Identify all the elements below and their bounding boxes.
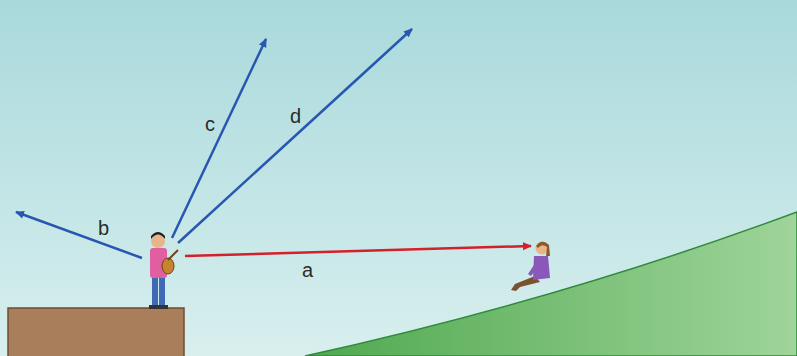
leg [152, 276, 158, 306]
sound-ray [178, 29, 412, 243]
guitar-neck [168, 250, 178, 260]
ray-label: b [98, 218, 109, 238]
arm [528, 262, 539, 276]
shoe [158, 305, 168, 309]
ray-label: a [302, 260, 313, 280]
leg [159, 276, 165, 306]
ledge [8, 308, 184, 356]
sound-ray [16, 212, 142, 258]
sound-ray [185, 246, 531, 256]
hair [151, 232, 165, 239]
sound-ray [172, 39, 266, 238]
listener [511, 242, 550, 292]
ray-label: c [205, 114, 215, 134]
hill [305, 212, 797, 356]
hair [536, 242, 550, 256]
shoe [149, 305, 159, 309]
guitar [162, 258, 174, 274]
ray-label: d [290, 106, 301, 126]
guitarist [149, 232, 178, 309]
